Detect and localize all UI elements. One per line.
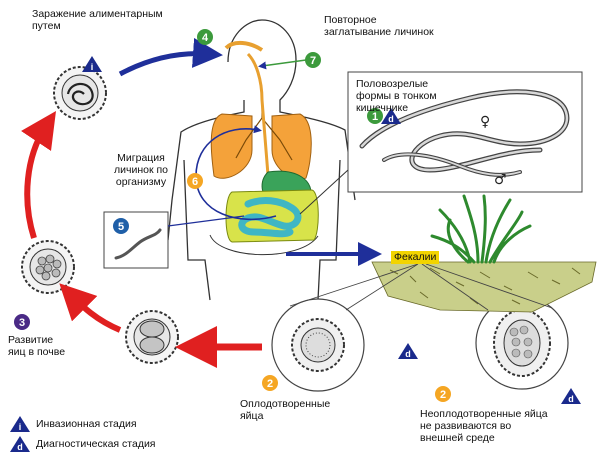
stage-number-3: 3 [19, 317, 25, 329]
legend-infective-letter: i [19, 422, 22, 432]
diagnostic-marker-fertilized: d [398, 343, 418, 359]
diagnostic-marker-adults: d [381, 108, 401, 124]
label-larval-migration: Миграция личинок по организму [114, 152, 169, 188]
stage-badge-4: 4 [197, 29, 213, 45]
legend-infective-stage: Инвазионная стадия [36, 418, 137, 430]
label-adult-forms: Половозрелые формы в тонком кишечнике [356, 78, 437, 114]
diagnostic-marker-unfertilized: d [561, 388, 581, 404]
legend-diagnostic-letter: d [17, 442, 23, 452]
unfertilized-egg-magnified [475, 296, 569, 390]
legend-diagnostic-stage: Диагностическая стадия [36, 438, 156, 450]
label-reswallow-larvae: Повторное заглатывание личинок [324, 14, 434, 38]
egg-developing [21, 240, 75, 294]
larva-panel [103, 211, 169, 269]
human-body [167, 19, 356, 301]
legend-infective-marker: i [10, 416, 30, 432]
mouth [224, 41, 264, 52]
egg-infective [53, 66, 107, 120]
fertilized-egg-magnified [271, 298, 365, 392]
esophagus [246, 52, 270, 176]
stage-number-4: 4 [202, 32, 209, 44]
adult-connector-line [299, 169, 349, 215]
larva-connector-line [167, 215, 245, 227]
stage-badge-5: 5 [113, 218, 129, 234]
stage-number-5: 5 [118, 221, 124, 233]
stage-number-7: 7 [310, 55, 316, 67]
label-fertilized-eggs: Оплодотворенные яйца [240, 398, 331, 422]
legend-diagnostic-marker: d [10, 436, 30, 452]
feces-label: Фекалии [391, 251, 440, 264]
label-alimentary-infection: Заражение алиментарным путем [32, 8, 163, 32]
label-unfertilized-eggs: Неоплодотворенные яйца не развиваются во… [420, 408, 548, 444]
blue-arrow-ingestion [118, 37, 223, 77]
egg-two-cell [125, 310, 179, 364]
soil-with-grass [371, 194, 597, 313]
reswallow-arrow [258, 59, 307, 70]
diagnostic-letter-3: d [568, 394, 574, 404]
stage-badge-2-fertilized: 2 [262, 375, 278, 391]
diagnostic-letter-2: d [405, 349, 411, 359]
diagnostic-letter: d [388, 114, 394, 124]
stage-badge-6: 6 [187, 173, 203, 189]
infective-marker-egg: i [82, 56, 102, 72]
stage-badge-3: 3 [14, 314, 30, 330]
stage-number-2b: 2 [440, 389, 446, 401]
male-symbol: ♂ [494, 172, 507, 188]
red-arrow-egg-to-egg [59, 283, 122, 333]
feces-connector-lines [289, 263, 553, 311]
red-arrow-develop-to-infective [21, 111, 56, 239]
stage-badge-7: 7 [305, 52, 321, 68]
stage-number-2a: 2 [267, 378, 273, 390]
larva-worm [114, 228, 162, 260]
infective-letter: i [91, 62, 94, 72]
stage-badge-2-unfertilized: 2 [435, 386, 451, 402]
lungs [210, 96, 312, 180]
adult-worms-panel [347, 71, 583, 193]
label-soil-development: Развитие яиц в почве [8, 334, 66, 358]
female-symbol: ♀ [480, 114, 490, 130]
stage-number-6: 6 [192, 176, 198, 188]
stage-badge-1: 1 [367, 108, 383, 124]
stage-number-1: 1 [372, 111, 378, 123]
